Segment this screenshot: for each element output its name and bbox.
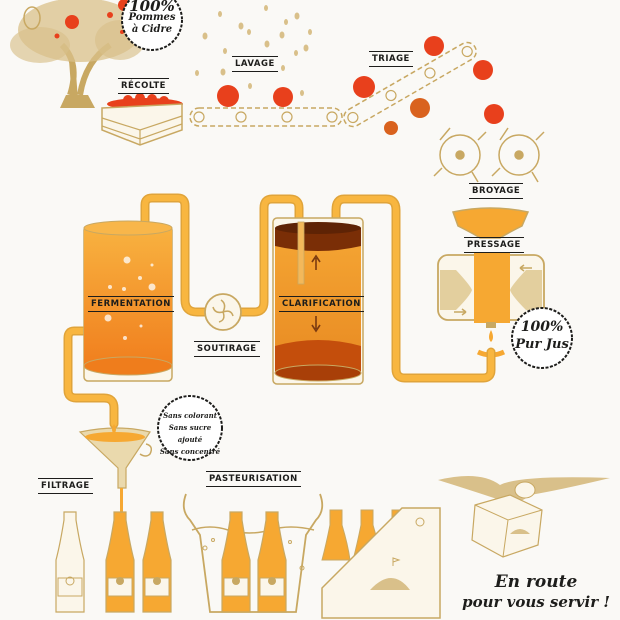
label-pressage: PRESSAGE [464, 237, 524, 253]
bottles-row [55, 476, 610, 619]
label-soutirage: SOUTIRAGE [194, 341, 260, 357]
racking-pump-icon [204, 293, 242, 331]
badge-pommes-line3: à Cidre [131, 24, 173, 35]
pasteurising-bottle-icon [221, 511, 287, 613]
filling-bottle-icon [105, 511, 135, 613]
washing-conveyor-icon [189, 85, 343, 127]
owl-delivery-icon [438, 476, 610, 558]
badge-jus-text: 100% Pur Jus [512, 318, 572, 354]
grinder-icon [433, 127, 545, 183]
badge-100-pommes [121, 0, 183, 51]
badge-pommes-text: 100% Pommes à Cidre [122, 0, 182, 36]
badge-pommes-line1: 100% [129, 0, 175, 15]
label-pasteurisation: PASTEURISATION [206, 471, 301, 487]
closing-line2: pour vous servir ! [462, 593, 610, 611]
badge-jus-line1: 100% [520, 319, 564, 335]
pasteurisation-bath-icon [182, 493, 324, 613]
badge-sans [157, 395, 223, 461]
empty-bottle-icon [55, 511, 85, 613]
closing-line1: En route [494, 572, 578, 592]
apple-crate-icon [101, 93, 183, 146]
press-icon [437, 253, 545, 358]
label-triage: TRIAGE [369, 51, 413, 67]
badge-sans-line3: Sans concentré [159, 447, 221, 456]
badge-pommes-line2: Pommes [128, 12, 176, 23]
closing-message: En route pour vous servir ! [446, 572, 620, 612]
sorting-conveyor-icon [343, 36, 504, 135]
label-clarification: CLARIFICATION [279, 296, 364, 312]
water-drops-icon [195, 5, 312, 96]
badge-sans-line2: Sans sucre ajouté [168, 423, 212, 444]
bottle-pack-icon [321, 507, 441, 619]
label-filtrage: FILTRAGE [38, 478, 93, 494]
badge-sans-line1: Sans colorant [163, 411, 217, 420]
label-broyage: BROYAGE [469, 183, 524, 199]
badge-100-pur-jus [511, 307, 573, 369]
fermentation-tank-icon [83, 220, 173, 382]
label-fermentation: FERMENTATION [88, 296, 174, 312]
hopper-icon [452, 207, 530, 239]
pipe-network [63, 193, 496, 429]
label-recolte: RÉCOLTE [118, 78, 169, 94]
full-bottle-icon [142, 511, 172, 613]
label-lavage: LAVAGE [232, 56, 278, 72]
clarification-tank-icon [272, 217, 364, 385]
badge-sans-text: Sans colorant Sans sucre ajouté Sans con… [158, 410, 222, 458]
badge-jus-line2: Pur Jus [515, 337, 569, 352]
